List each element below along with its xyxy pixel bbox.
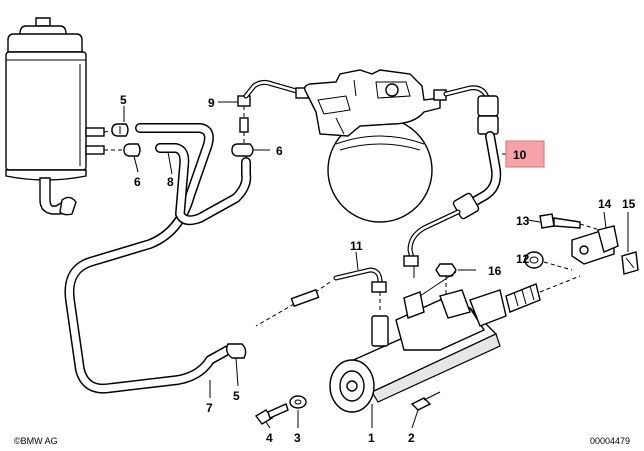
callout-5-lower[interactable]: 5 [233,389,240,403]
callout-2[interactable]: 2 [408,431,415,445]
callout-labels: 5 6 8 9 6 10 11 16 13 12 14 15 7 5 4 3 1… [120,93,636,445]
drawing-number: 00004479 [590,436,630,446]
connector-9 [237,95,251,144]
bracket-14 [571,225,619,265]
callout-13[interactable]: 13 [516,214,530,228]
callout-8[interactable]: 8 [167,175,174,189]
valve-block [303,69,441,137]
callout-4[interactable]: 4 [266,431,273,445]
callout-15[interactable]: 15 [622,197,636,211]
callout-16[interactable]: 16 [488,264,502,278]
callout-3[interactable]: 3 [294,431,301,445]
pressure-line-10 [403,85,502,278]
leader-lines [123,101,629,429]
hydraulic-power-unit [329,275,581,413]
callout-10[interactable]: 10 [513,148,527,162]
callout-11[interactable]: 11 [350,239,363,253]
bolt-2 [410,391,441,411]
washer-3 [289,395,307,409]
bolt-4 [254,403,289,425]
hose-clamp-6-right [231,143,254,157]
hose-clamp-6-left [123,143,141,157]
clip-15 [621,251,639,275]
callout-1[interactable]: 1 [368,431,375,445]
callout-12[interactable]: 12 [516,252,530,266]
return-hose [64,123,233,394]
pressure-line-9 [243,79,309,99]
callout-6-right[interactable]: 6 [276,144,283,158]
callout-14[interactable]: 14 [598,197,612,211]
nut-12 [524,251,573,271]
callout-9[interactable]: 9 [208,96,215,110]
union-bolt-16 [435,263,457,300]
hose-clamp-5-upper [111,123,129,137]
callout-7[interactable]: 7 [206,401,213,415]
brand-mark: ©BMW AG [14,436,58,446]
callout-5-upper[interactable]: 5 [120,93,127,107]
fluid-reservoir [5,17,132,216]
feed-line-11 [255,267,387,327]
hose-8 [155,143,252,226]
callout-6-left[interactable]: 6 [134,175,141,189]
hose-clamp-5-lower [225,343,247,359]
callout-10-highlight [505,140,545,168]
bolt-13 [539,213,601,231]
